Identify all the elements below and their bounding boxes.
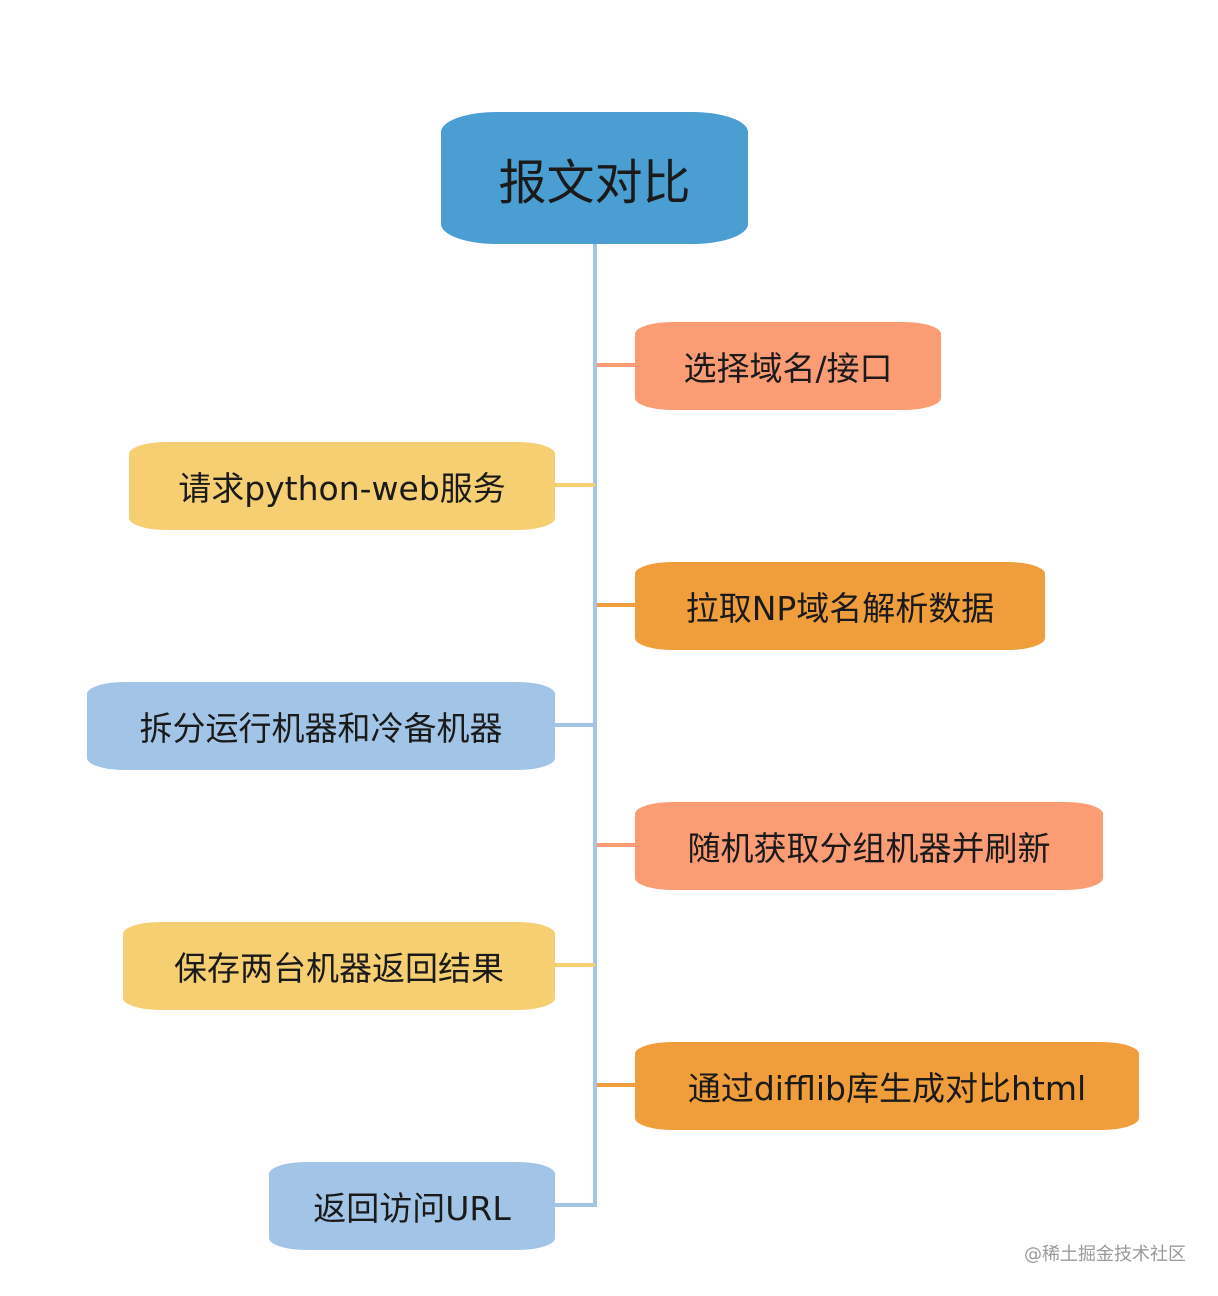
connector-6 — [553, 963, 595, 967]
step-label-4: 拆分运行机器和冷备机器 — [139, 709, 503, 748]
root-label: 报文对比 — [498, 155, 691, 211]
connector-2 — [553, 483, 595, 487]
step-node-7: 通过difflib库生成对比html — [635, 1042, 1139, 1130]
step-label-5: 随机获取分组机器并刷新 — [687, 829, 1051, 868]
step-label-7: 通过difflib库生成对比html — [687, 1069, 1087, 1108]
step-node-5: 随机获取分组机器并刷新 — [635, 802, 1103, 890]
watermark: @稀土掘金技术社区 — [1024, 1244, 1186, 1265]
connector-3 — [597, 603, 637, 607]
connector-4 — [553, 723, 595, 727]
step-node-8: 返回访问URL — [269, 1162, 555, 1250]
step-label-8: 返回访问URL — [313, 1189, 511, 1228]
connector-8 — [553, 1203, 597, 1207]
root-node: 报文对比 — [441, 112, 748, 244]
step-node-1: 选择域名/接口 — [635, 322, 941, 410]
step-label-1: 选择域名/接口 — [683, 349, 893, 388]
connector-5 — [597, 843, 637, 847]
connector-1 — [597, 363, 637, 367]
step-node-2: 请求python-web服务 — [129, 442, 555, 530]
step-node-4: 拆分运行机器和冷备机器 — [87, 682, 555, 770]
step-node-3: 拉取NP域名解析数据 — [635, 562, 1045, 650]
step-label-2: 请求python-web服务 — [178, 469, 506, 508]
spine-line — [593, 240, 597, 1206]
step-node-6: 保存两台机器返回结果 — [123, 922, 555, 1010]
step-label-6: 保存两台机器返回结果 — [174, 949, 504, 988]
step-label-3: 拉取NP域名解析数据 — [685, 589, 995, 628]
connector-7 — [597, 1083, 637, 1087]
